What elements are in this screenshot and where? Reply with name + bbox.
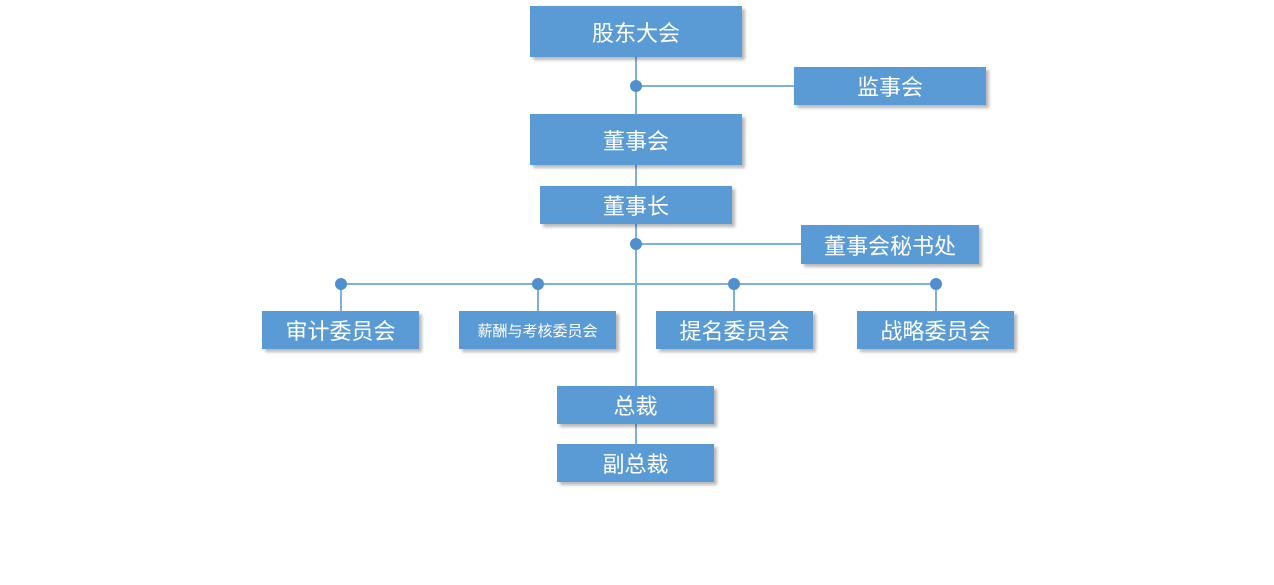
secretary-junction-dot (630, 238, 642, 250)
chairman-box: 董事长 (540, 186, 732, 224)
strategy-drop-line (935, 284, 937, 312)
audit-junction-dot (335, 278, 347, 290)
audit-drop-line (340, 284, 342, 312)
board-secretary-office-box: 董事会秘书处 (801, 225, 979, 264)
audit-committee-box: 审计委员会 (262, 311, 419, 349)
remuneration-junction-dot (532, 278, 544, 290)
main-trunk-line (635, 57, 637, 482)
vice-president-box: 副总裁 (557, 444, 714, 482)
shareholders-meeting-box: 股东大会 (530, 6, 742, 57)
nomination-committee-box: 提名委员会 (656, 311, 813, 349)
nomination-junction-dot (728, 278, 740, 290)
nomination-drop-line (733, 284, 735, 312)
committee-bus-line (340, 283, 936, 285)
remuneration-drop-line (537, 284, 539, 312)
supervisory-branch-line (636, 85, 796, 87)
strategy-junction-dot (930, 278, 942, 290)
secretary-branch-line (636, 243, 802, 245)
board-of-directors-box: 董事会 (530, 114, 742, 165)
supervisory-junction-dot (630, 80, 642, 92)
supervisory-board-box: 监事会 (794, 67, 986, 105)
president-box: 总裁 (557, 386, 714, 424)
remuneration-assessment-committee-box: 薪酬与考核委员会 (459, 311, 616, 349)
strategy-committee-box: 战略委员会 (857, 311, 1014, 349)
